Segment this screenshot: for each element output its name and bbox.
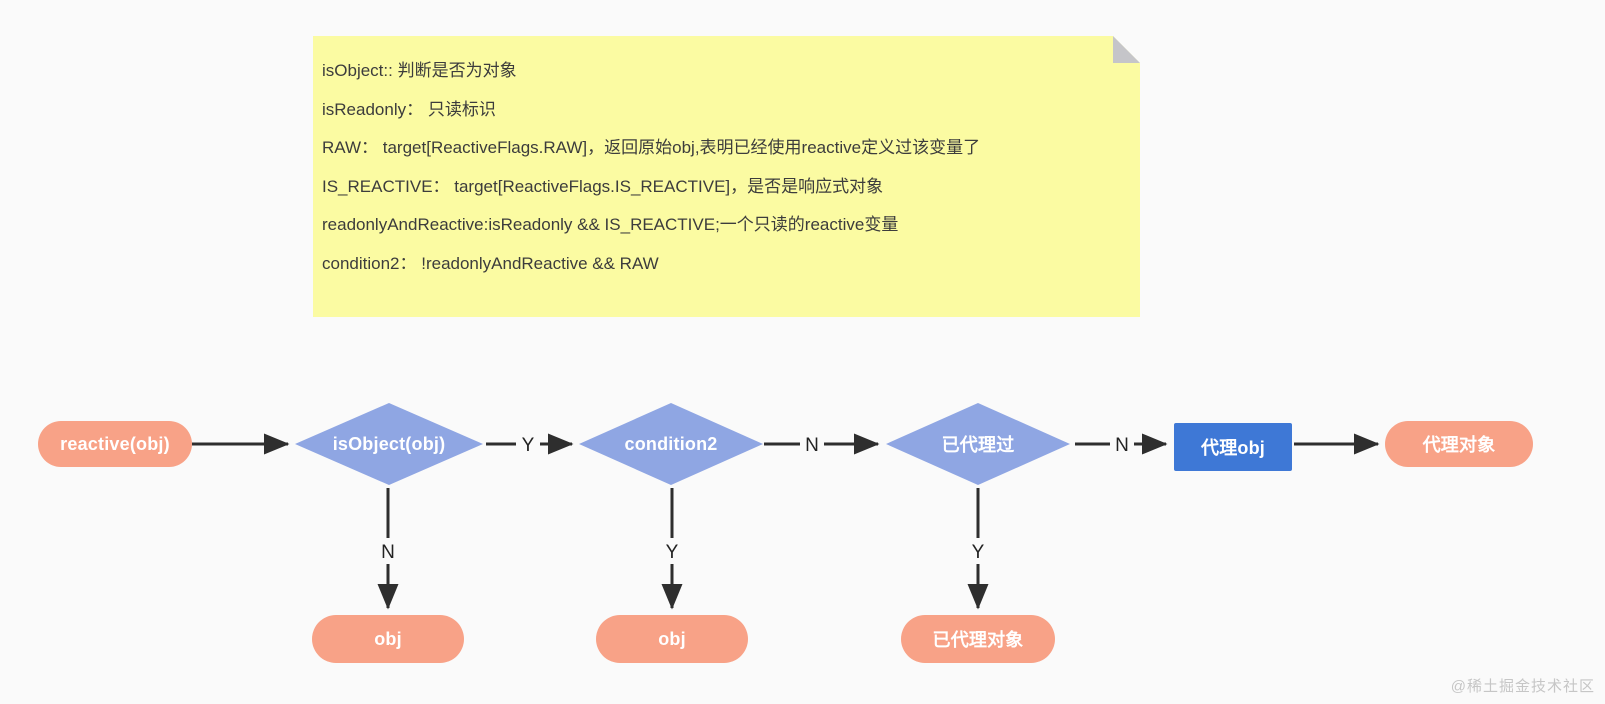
label-gap [377, 538, 399, 564]
note-line-condition2: condition2： !readonlyAndReactive && RAW [322, 253, 659, 273]
watermark: @稀土掘金技术社区 [1450, 678, 1595, 695]
note-line-raw: RAW： target[ReactiveFlags.RAW]，返回原始obj,表… [322, 138, 981, 157]
note-line-isobject: isObject:: 判断是否为对象 [322, 61, 517, 80]
note-line-isreactive: IS_REACTIVE： target[ReactiveFlags.IS_REA… [322, 176, 884, 196]
edge-label-y1: Y [522, 435, 535, 456]
label-gap [516, 434, 540, 454]
node-proxy-obj-process: 代理obj [1174, 423, 1292, 471]
edge-label-y3: Y [972, 542, 985, 563]
node-reactive-obj: reactive(obj) [38, 421, 192, 467]
sticky-note: isObject:: 判断是否为对象 isReadonly： 只读标识 RAW：… [313, 36, 1140, 317]
node-condition2-decision: condition2 [579, 403, 763, 485]
edge-label-y2: Y [666, 542, 679, 563]
node-proxy-result: 代理对象 [1385, 421, 1533, 467]
edge-label-n1: N [805, 435, 819, 456]
node-obj-result-2: obj [596, 615, 748, 663]
node-isobject-decision: isObject(obj) [295, 403, 483, 485]
label-gap [1110, 434, 1134, 454]
note-line-readonlyandreactive: readonlyAndReactive:isReadonly && IS_REA… [322, 215, 899, 234]
node-already-proxied-decision: 已代理过 [886, 403, 1070, 485]
edge-label-n2: N [1115, 435, 1129, 456]
label-gap [800, 434, 824, 454]
edge-label-n3: N [381, 542, 395, 563]
node-obj-result-1: obj [312, 615, 464, 663]
note-line-isreadonly: isReadonly： 只读标识 [322, 99, 496, 119]
label-gap [661, 538, 683, 564]
node-already-proxied-result: 已代理对象 [901, 615, 1055, 663]
label-gap [967, 538, 989, 564]
folded-corner-icon [1113, 36, 1140, 63]
